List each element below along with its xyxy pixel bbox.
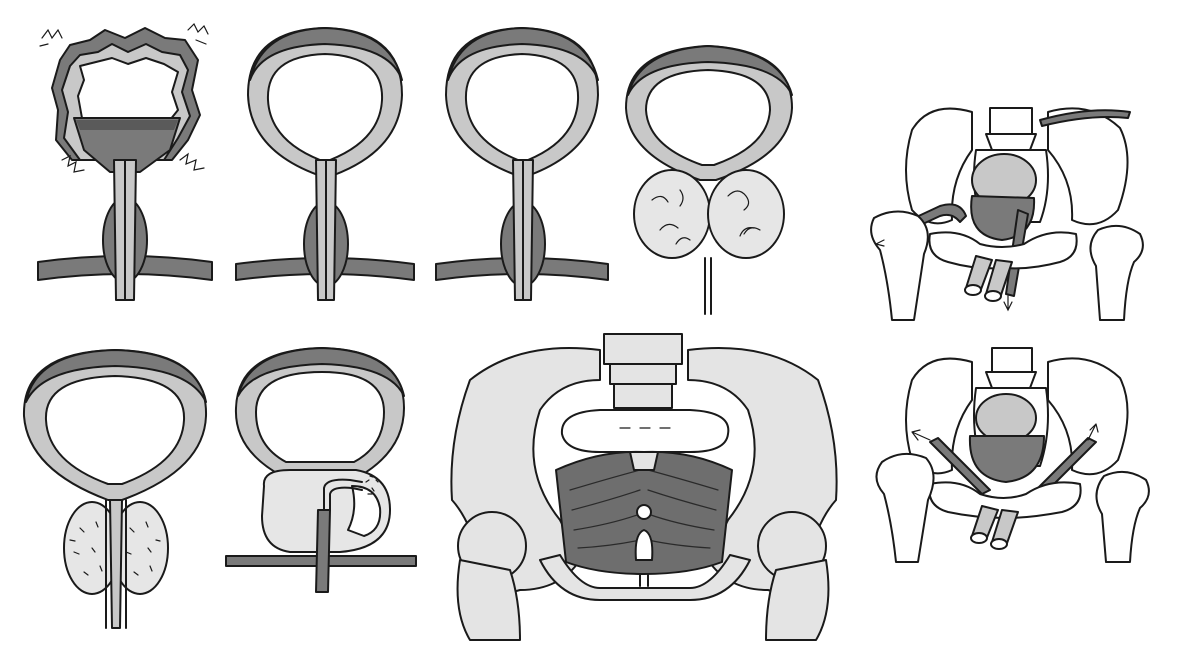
- pelvis-sling-bottom-panel: [875, 347, 1150, 563]
- coccyx: [629, 451, 659, 471]
- urogenital-opening: [634, 529, 654, 561]
- sling-band: [929, 437, 991, 495]
- iliac-wing-right: [1047, 107, 1129, 226]
- femur-right: [1095, 470, 1150, 563]
- pubic-bone: [928, 231, 1078, 270]
- femur-left: [870, 210, 929, 321]
- femur-left: [875, 452, 935, 563]
- bladder-catheter-resection-panel: [225, 347, 417, 593]
- spasm-mark: [179, 152, 205, 171]
- tissue-fragments: [365, 475, 379, 495]
- resection-loop: [323, 478, 363, 511]
- pubic-bone: [928, 481, 1082, 519]
- spasm-mark: [39, 28, 63, 47]
- catheter: [315, 509, 331, 593]
- spine: [991, 347, 1033, 375]
- sacrum: [560, 409, 730, 453]
- femur-right: [1089, 224, 1144, 321]
- rectum-opening: [636, 504, 652, 520]
- urethra: [109, 499, 123, 629]
- bladder-prostate-cross-section-panel: [22, 349, 208, 629]
- arrow-left: [875, 239, 885, 247]
- bladder-overactive-panel: [37, 22, 213, 301]
- pelvic-floor-muscles-panel: [450, 333, 838, 641]
- prostate-lobe-left: [633, 169, 711, 259]
- pelvis-sling-top-panel: [870, 107, 1144, 321]
- prostate-lobe-right: [707, 169, 785, 259]
- arrow-right: [1087, 423, 1099, 441]
- bladder-neck: [968, 435, 1045, 483]
- spasm-mark: [61, 154, 85, 173]
- arrow-down: [1003, 295, 1013, 312]
- iliac-wing-right: [1047, 357, 1129, 476]
- pubic-arch: [539, 554, 751, 601]
- bladder-normal-b-panel: [435, 27, 609, 301]
- bladder-organ: [975, 393, 1037, 443]
- urine-level: [73, 117, 181, 173]
- urethra: [704, 257, 712, 315]
- spine: [989, 107, 1033, 137]
- urethra-tube: [970, 505, 1019, 550]
- arrow-left: [911, 429, 931, 441]
- bladder-enlarged-prostate-panel: [625, 45, 793, 315]
- urethra-tube: [964, 255, 1013, 302]
- spasm-mark: [187, 22, 209, 45]
- bladder-normal-a-panel: [235, 27, 415, 301]
- iliac-wing-left: [905, 107, 973, 225]
- spine: [603, 333, 683, 365]
